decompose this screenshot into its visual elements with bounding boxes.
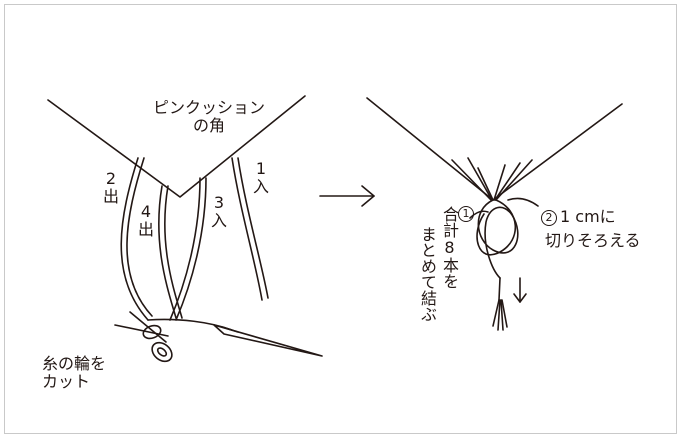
label-2: 2 出 [102, 170, 120, 206]
step1-col1-text: 合計8本を [440, 206, 459, 289]
label-2-number: 2 [105, 169, 117, 188]
label-4-text: 出 [137, 220, 154, 239]
pincushion-label: ピンクッション の角 [150, 99, 268, 135]
label-4-number: 4 [140, 202, 152, 221]
label-3: 3 入 [210, 194, 228, 230]
label-1: 1 入 [252, 160, 270, 196]
thread-3 [169, 177, 201, 321]
step1-col2: まとめて結ぶ [418, 226, 437, 322]
scissors-icon [114, 311, 173, 363]
label-4: 4 出 [137, 203, 155, 239]
thread-2 [120, 157, 149, 321]
label-2-text: 出 [102, 187, 119, 206]
thread-tails [492, 277, 508, 331]
thread-2-b [126, 157, 153, 317]
arrow-right-icon [319, 185, 375, 207]
pincushion-label-line2: の角 [192, 116, 225, 135]
needle [213, 324, 323, 357]
thread-1-b [237, 157, 269, 299]
arrow-down-icon [513, 277, 527, 303]
pincushion-corner-left [47, 95, 306, 198]
step1-number: 1 [458, 206, 474, 222]
needle-eye [221, 326, 239, 333]
pincushion-corner-right [366, 97, 623, 201]
cut-label-line2: カット [42, 372, 91, 391]
cut-label-line1: 糸の輪を [42, 354, 107, 373]
pincushion-label-line1: ピンクッション [152, 98, 265, 117]
knot [476, 199, 519, 279]
thread-fan [451, 157, 533, 201]
step2-line1-text: 1 cmに [560, 207, 616, 226]
label-3-number: 3 [213, 193, 225, 212]
thread-3-b [175, 177, 207, 321]
thread-4 [158, 185, 177, 319]
callout-2-line [507, 197, 539, 207]
thread-4-b [164, 185, 183, 319]
figure-frame [4, 4, 677, 434]
label-1-text: 入 [252, 177, 269, 196]
step2-number: 2 [541, 209, 557, 226]
step2-line2: 切りそろえる [545, 231, 641, 250]
label-3-text: 入 [210, 211, 227, 230]
thread-1 [231, 157, 263, 301]
label-1-number: 1 [255, 159, 267, 178]
cut-label: 糸の輪を カット [42, 355, 106, 391]
